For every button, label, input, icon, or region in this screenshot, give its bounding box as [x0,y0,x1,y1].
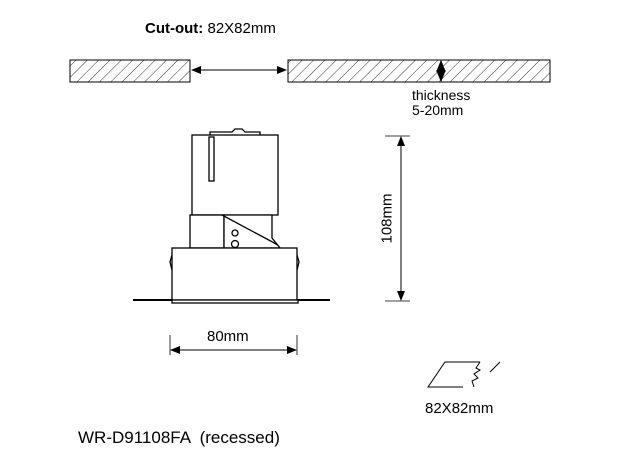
fixture-drawing [133,128,330,304]
cutout-label: Cut-out: [145,20,204,37]
thickness-label: thickness [412,87,471,103]
square-cutout-icon [427,361,501,388]
cutout-icon-label: 82X82mm [425,400,494,417]
height-dimension-label: 108mm [378,193,396,244]
width-dimension-label: 80mm [207,328,249,345]
thickness-value: 5-20mm [412,102,464,118]
cutout-value: 82X82mm [207,20,276,37]
ceiling-right-section [287,59,551,83]
model-label: WR-D91108FA (recessed) [78,428,280,447]
ceiling-left-section [69,59,191,83]
